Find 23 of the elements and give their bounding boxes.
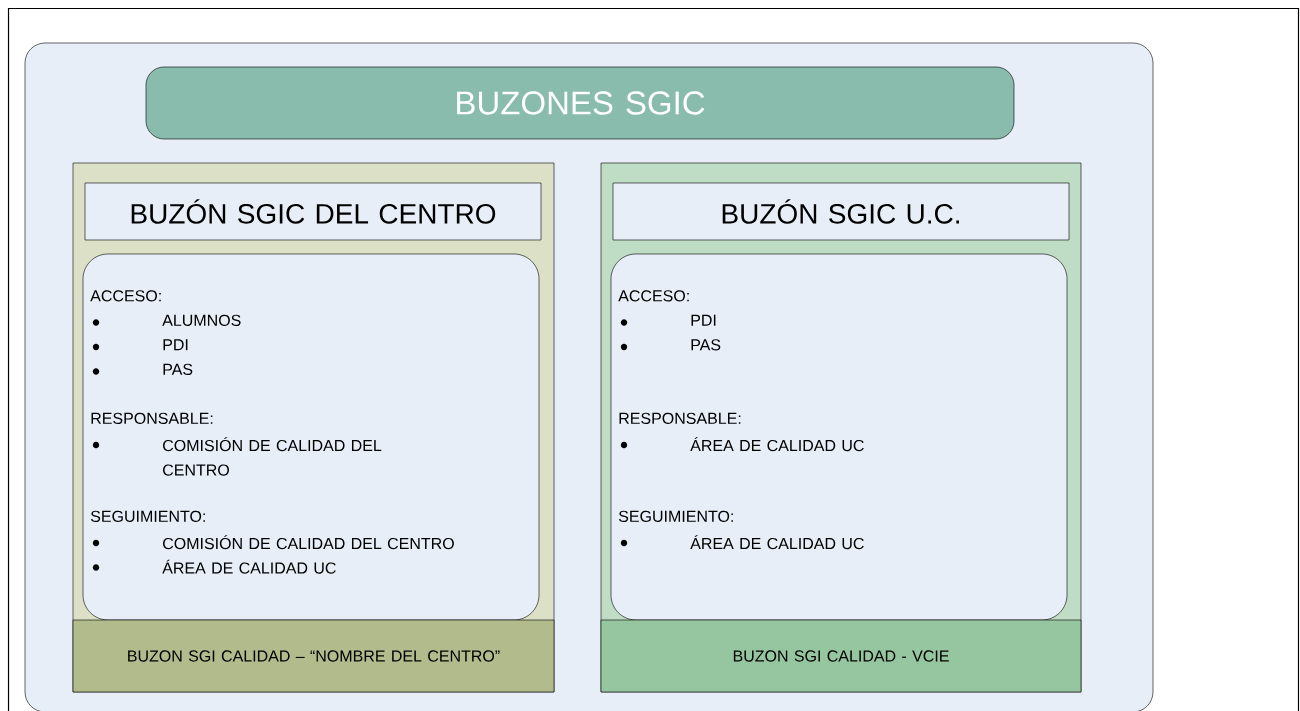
list-item: PDI <box>691 314 716 326</box>
list-item: PAS <box>163 363 193 375</box>
heading-box: BUZÓN SGIC DEL CENTRO <box>84 182 542 241</box>
footer-bar: BUZON SGI CALIDAD – “NOMBRE DEL CENTRO” <box>72 619 555 693</box>
section-heading: RESPONSABLE: <box>619 412 741 424</box>
list-item: ÁREA DE CALIDAD UC <box>690 437 864 452</box>
title-banner: BUZONES SGIC <box>145 66 1015 140</box>
section-heading: SEGUIMIENTO: <box>618 510 733 522</box>
list-item: ÁREA DE CALIDAD UC <box>690 535 864 550</box>
section-heading: ACCESO: <box>618 290 689 302</box>
section-heading: SEGUIMIENTO: <box>90 510 205 522</box>
list-item: COMISIÓN DE CALIDAD DEL CENTRO <box>163 437 382 476</box>
list-item: PDI <box>163 339 188 351</box>
list-item: ALUMNOS <box>162 314 241 326</box>
content-box <box>610 253 1068 621</box>
heading-box: BUZÓN SGIC U.C. <box>612 182 1070 241</box>
list-item: COMISIÓN DE CALIDAD DEL CENTRO <box>163 535 454 550</box>
list-item: ÁREA DE CALIDAD UC <box>162 559 336 574</box>
section-heading: ACCESO: <box>90 290 161 302</box>
content-box <box>82 253 540 621</box>
list-item: PAS <box>691 339 721 351</box>
section-heading: RESPONSABLE: <box>91 412 213 424</box>
footer-bar: BUZON SGI CALIDAD - VCIE <box>600 619 1082 693</box>
